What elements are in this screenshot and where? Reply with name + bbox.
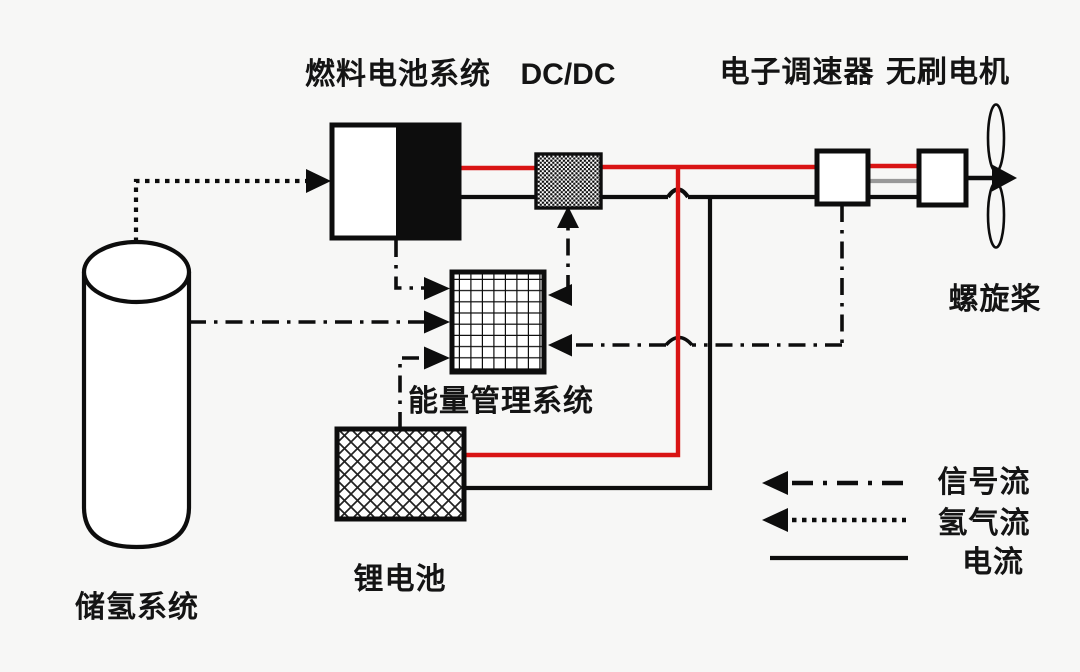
propeller-blade-bottom (986, 181, 1006, 249)
esc-label: 电子调速器 (720, 56, 875, 89)
battery-box (334, 426, 467, 522)
hydrogen-tank-body (81, 272, 192, 550)
signal-wire-fuelcell-to-ems (394, 240, 424, 290)
legend-label-hydrogen: 氢气流 (938, 507, 1031, 540)
legend-label-signal: 信号流 (938, 466, 1031, 499)
motor-shaft-arrowhead-icon (992, 164, 1017, 192)
arrowhead-esc-into-ems-icon (548, 334, 572, 357)
arrowhead-tank-into-ems-icon (424, 310, 450, 334)
signal-wires (189, 205, 844, 429)
fuel-cell-node (329, 122, 462, 241)
arrowhead-ems-into-dcdc-icon (557, 206, 579, 228)
legend-signal-arrowhead-icon (762, 471, 788, 495)
arrowhead-hydrogen-into-fuelcell-icon (306, 169, 331, 193)
ems-label: 能量管理系统 (408, 384, 594, 418)
hydrogen-tank-node (81, 239, 192, 550)
motor-box (916, 148, 969, 208)
fuel-cell-black-half (396, 122, 461, 241)
hydrogen-wire-tank-to-fuelcell (133, 178, 306, 242)
signal-wire-battery-to-ems (398, 356, 424, 429)
ems-box (449, 269, 547, 375)
dcdc-box (534, 152, 603, 210)
arrowhead-fuelcell-into-ems-icon (424, 277, 450, 300)
propeller-blade-top (986, 103, 1006, 173)
esc-box (814, 148, 871, 207)
arrowhead-battery-into-ems-icon (424, 346, 450, 370)
legend-hydrogen-arrowhead-icon (762, 508, 788, 532)
arrowhead-dcdc-into-ems-icon (548, 284, 572, 306)
positive-wires (460, 163, 919, 458)
hydrogen-tank-label: 储氢系统 (75, 590, 199, 624)
positive-wire-battery-branch (464, 167, 681, 458)
motor-label: 无刷电机 (886, 56, 1010, 89)
legend: 信号流 氢气流 电流 (762, 466, 1031, 579)
arrowheads (306, 169, 579, 370)
hydrogen-tank-top (81, 239, 192, 305)
propeller-label: 螺旋桨 (949, 282, 1042, 316)
fuel-cell-label: 燃料电池系统 (305, 57, 491, 91)
battery-label: 锂电池 (354, 563, 447, 596)
negative-wire-battery-branch (464, 197, 713, 491)
legend-label-current: 电流 (962, 546, 1024, 579)
negative-wires (460, 187, 919, 491)
dcdc-label: DC/DC (521, 58, 616, 91)
